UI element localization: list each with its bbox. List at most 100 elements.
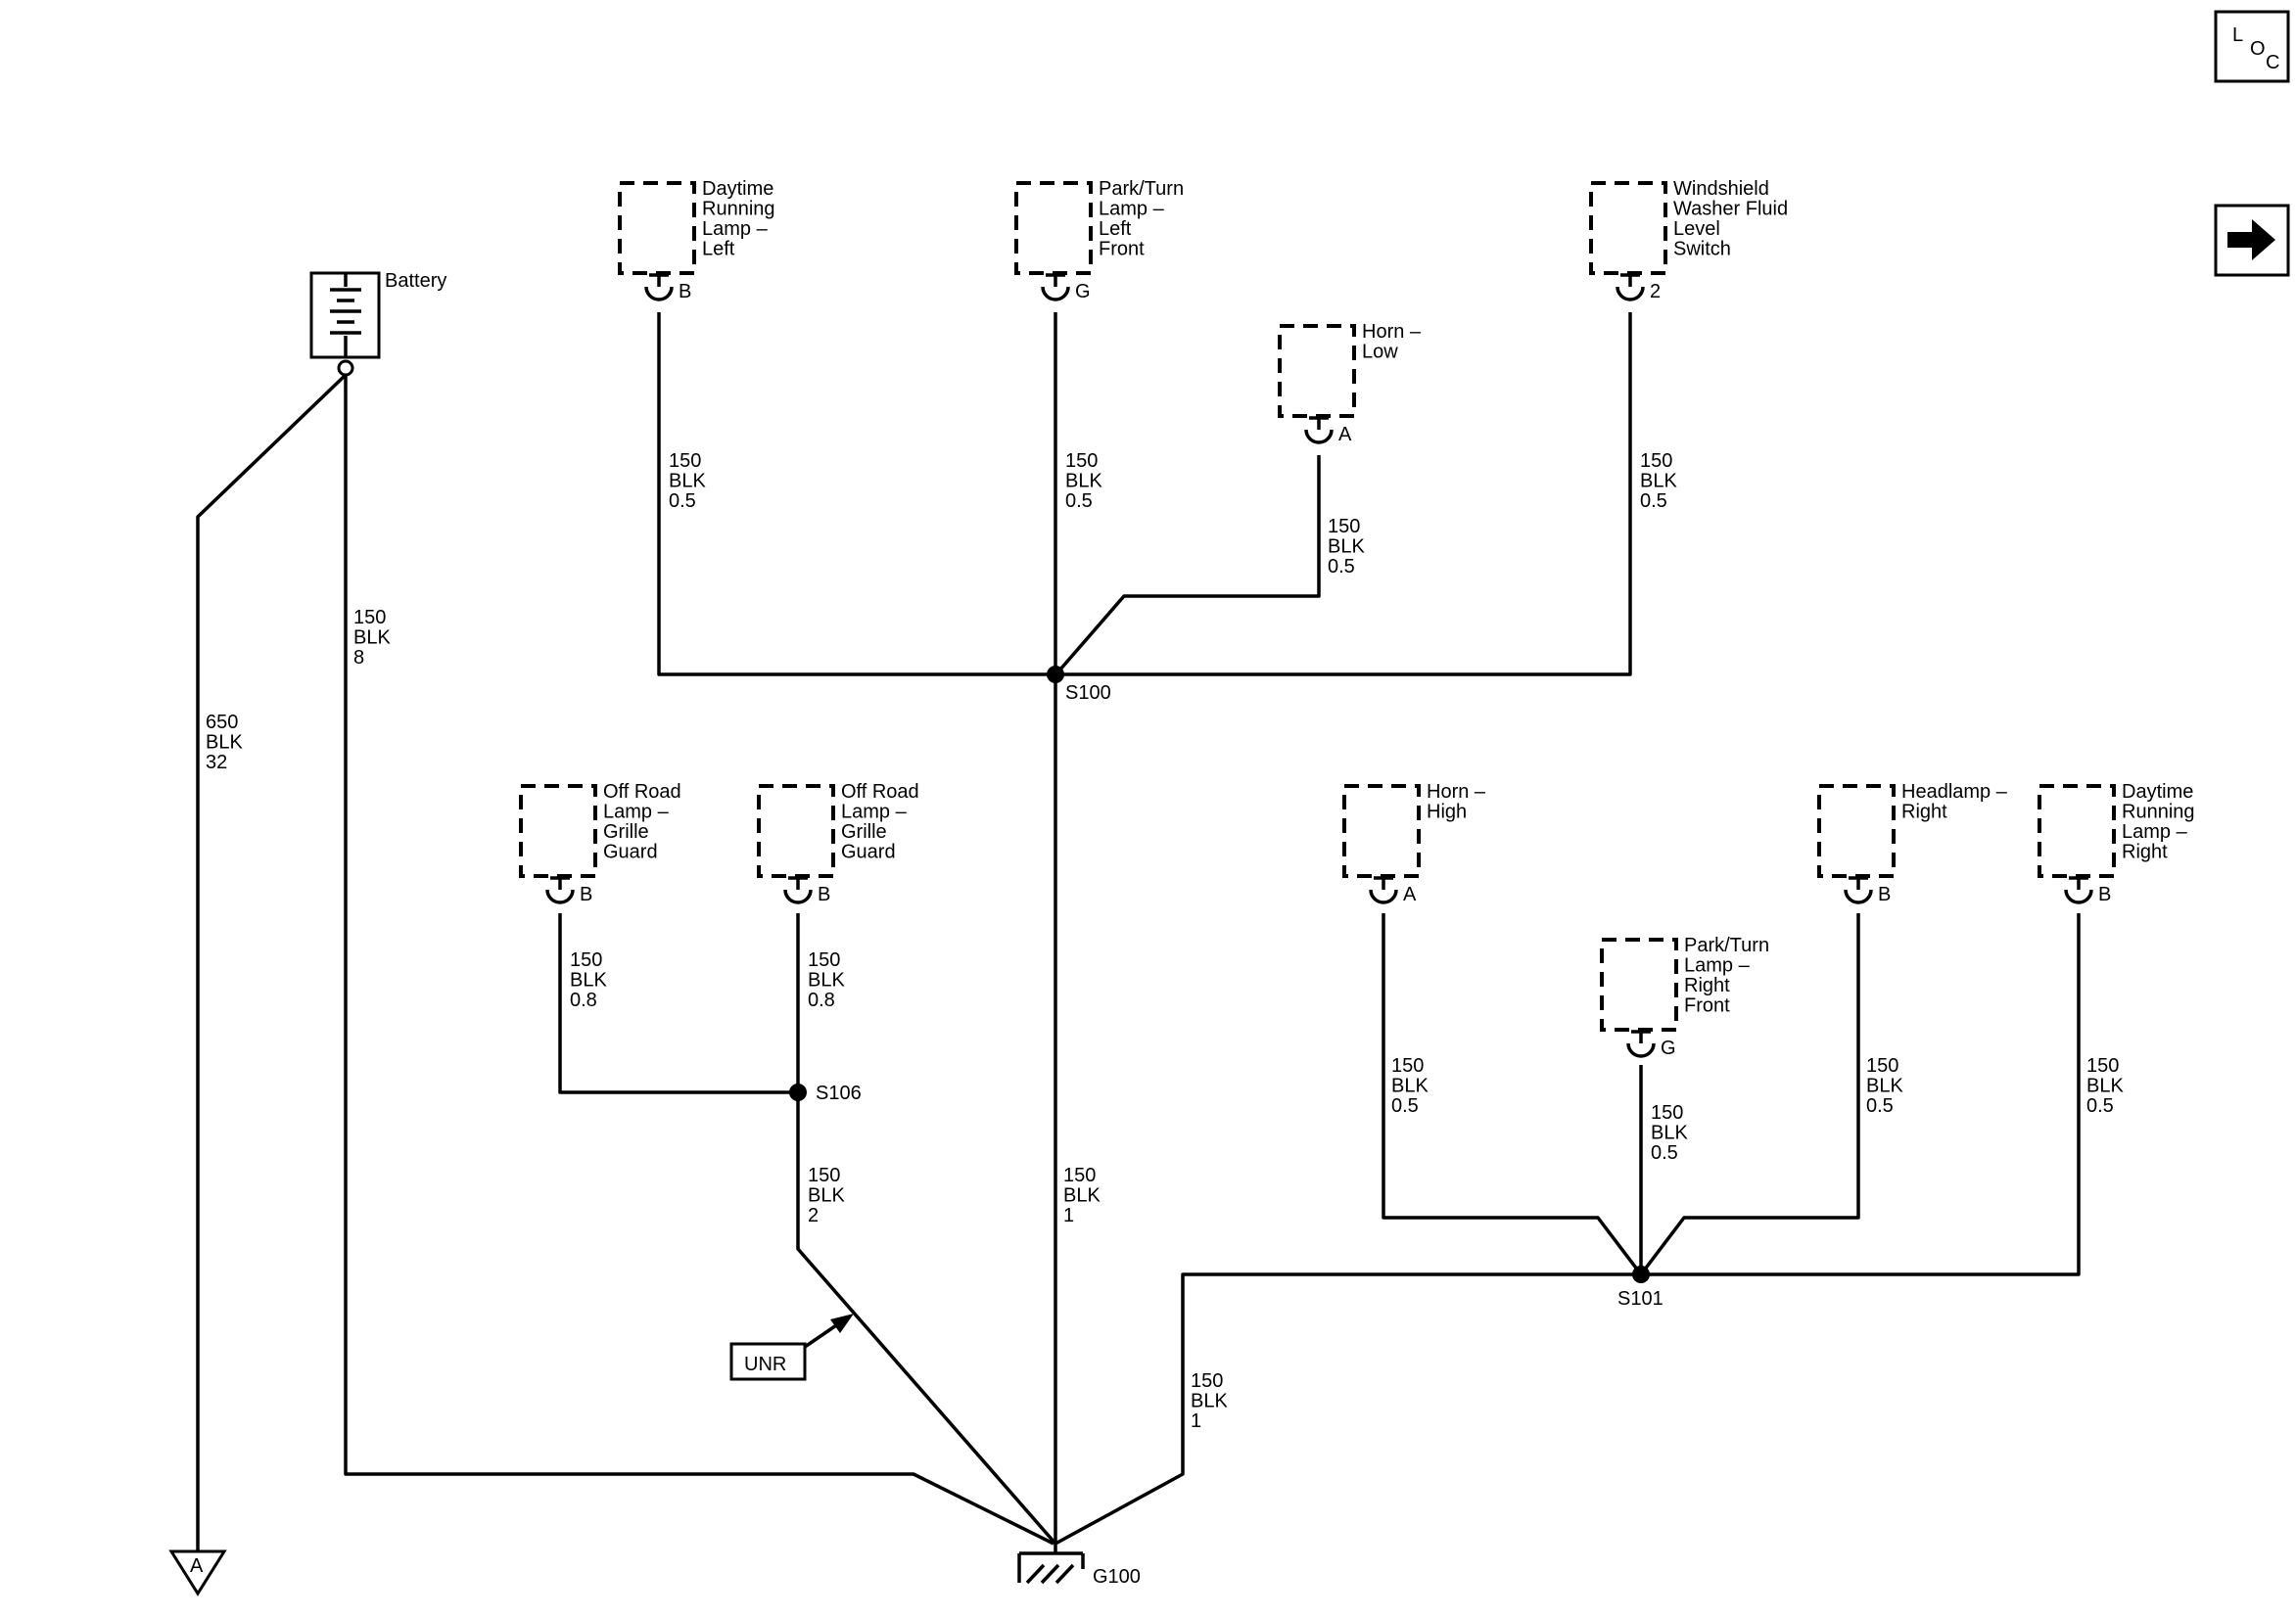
connector-terminal-icon — [545, 876, 575, 904]
wire-color: BLK — [570, 970, 607, 992]
wire-circuit: 150 — [1866, 1055, 1898, 1077]
wire-circuit: 150 — [1391, 1055, 1424, 1077]
wire-size: 1 — [1191, 1410, 1201, 1432]
wire-size: 1 — [1063, 1205, 1074, 1226]
component-name-line: Horn – — [1427, 781, 1486, 803]
wire-color: BLK — [1065, 471, 1102, 492]
component-name-line: Lamp – — [603, 802, 670, 823]
ground-g100: G100 — [1017, 1544, 1141, 1588]
component-name-line: Lamp – — [841, 802, 908, 823]
component-name-line: Right — [2122, 842, 2168, 863]
component-name-line: Park/Turn — [1099, 178, 1184, 200]
wire-circuit: 150 — [669, 450, 701, 472]
component-name-line: Switch — [1673, 239, 1731, 260]
wire-color: BLK — [1651, 1123, 1688, 1144]
unr-callout: UNR — [729, 1314, 854, 1381]
right-arrow-icon — [2227, 219, 2275, 260]
battery-label: Battery — [385, 270, 446, 292]
wire-color: BLK — [1640, 471, 1677, 492]
loc-button[interactable]: L O C — [2214, 10, 2290, 83]
connector-pin-label: 2 — [1650, 281, 1661, 302]
component-name-line: Left — [702, 239, 735, 260]
wire-circuit: 150 — [808, 949, 840, 971]
component-outline — [757, 784, 835, 878]
connector-pin-label: A — [1338, 424, 1352, 445]
wire-size: 0.5 — [2086, 1095, 2114, 1117]
component-name-line: Front — [1099, 239, 1145, 260]
component-outline — [1014, 181, 1093, 275]
component-name-line: Lamp – — [2122, 821, 2188, 843]
component-outline — [1278, 324, 1356, 418]
wire-offroad-1 — [558, 913, 798, 1094]
connector-terminal-icon — [1041, 273, 1070, 301]
wire-color: BLK — [1328, 536, 1365, 558]
component-name-line: High — [1427, 802, 1467, 823]
splice-s106 — [789, 1084, 807, 1101]
connector-terminal-icon — [783, 876, 813, 904]
wire-size: 0.5 — [1328, 556, 1355, 578]
wire-color: BLK — [353, 627, 391, 649]
wire-size: 0.8 — [808, 990, 835, 1011]
wire-size: 32 — [206, 752, 227, 773]
wire-battery-to-a — [196, 373, 348, 1551]
wire-color: BLK — [1191, 1391, 1228, 1412]
connector-terminal-icon — [2064, 876, 2093, 904]
wire-size: 2 — [808, 1205, 819, 1226]
connector-pin-label: B — [580, 884, 592, 905]
wire-color: BLK — [2086, 1076, 2124, 1097]
component-name-line: Front — [1684, 995, 1730, 1017]
component-name-line: Running — [702, 199, 775, 220]
component-name-line: Horn – — [1362, 321, 1422, 343]
offpage-connector-a[interactable]: A — [168, 1549, 227, 1596]
wire-labels: 650BLK32150BLK8150BLK0.5150BLK0.5150BLK0… — [206, 450, 2124, 1432]
component-name-line: Running — [2122, 802, 2195, 823]
wire-circuit: 150 — [1063, 1165, 1096, 1186]
splice-s106-label: S106 — [816, 1083, 862, 1104]
wire-circuit: 150 — [353, 607, 386, 628]
wire-size: 0.5 — [1640, 490, 1667, 512]
wire-circuit: 150 — [1328, 516, 1360, 537]
splice-s101-label: S101 — [1617, 1288, 1663, 1310]
wire-size: 0.5 — [669, 490, 696, 512]
component-horn-low[interactable]: A Horn –Low — [1278, 321, 1422, 445]
component-name-line: Off Road — [603, 781, 681, 803]
component-name-line: Right — [1684, 975, 1730, 996]
component-name-line: Low — [1362, 342, 1398, 363]
component-outline — [519, 784, 597, 878]
wire-circuit: 650 — [206, 712, 238, 733]
connector-terminal-icon — [1369, 876, 1398, 904]
wire-color: BLK — [808, 970, 845, 992]
wire-circuit: 150 — [570, 949, 602, 971]
splice-s100 — [1047, 666, 1064, 683]
component-outline — [1589, 181, 1667, 275]
battery-icon — [330, 273, 361, 357]
wire-size: 0.5 — [1391, 1095, 1419, 1117]
connector-pin-label: B — [1878, 884, 1891, 905]
next-page-button[interactable] — [2214, 204, 2290, 277]
